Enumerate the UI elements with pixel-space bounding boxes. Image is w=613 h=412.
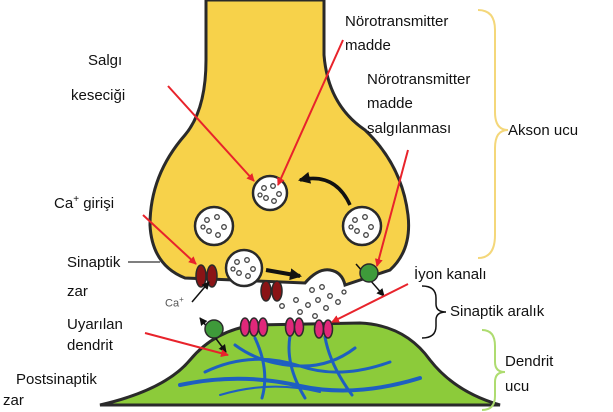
vesicle (253, 176, 287, 210)
ca-ion-text: Ca (165, 298, 179, 310)
label-akson-ucu: Akson ucu (508, 121, 578, 140)
postsynaptic-pump (205, 320, 223, 338)
vesicle (343, 207, 381, 245)
released-neurotransmitter (280, 285, 346, 319)
label-salgi-2: keseciği (71, 86, 125, 105)
label-dendrit-1: Dendrit (505, 352, 553, 371)
label-nt-madde-2: madde (345, 36, 391, 55)
label-nt-salgi-3: salgılanması (367, 119, 451, 138)
label-postsinaptik-2: zar (3, 391, 24, 410)
vesicle (226, 250, 262, 286)
label-sinaptik-zar-1: Sinaptik (67, 253, 120, 272)
label-sinaptik-zar-2: zar (67, 282, 88, 301)
label-nt-salgi-1: Nörotransmitter (367, 70, 470, 89)
ca-text: Ca (54, 195, 73, 212)
ca-ion-charge: + (179, 295, 184, 304)
ca-girisi-text: girişi (79, 195, 114, 212)
label-nt-madde-1: Nörotransmitter (345, 12, 448, 31)
label-dendrit-2: ucu (505, 377, 529, 396)
label-sinaptik-aralik: Sinaptik aralık (450, 302, 544, 321)
label-uyarilan-1: Uyarılan (67, 315, 123, 334)
vesicle (195, 207, 233, 245)
presynaptic-pump (360, 264, 378, 282)
label-ca-ion: Ca+ (165, 290, 184, 314)
label-nt-salgi-2: madde (367, 94, 413, 113)
dendrite-brace (482, 330, 505, 410)
label-ca-girisi: Ca+ girişi (54, 190, 114, 213)
label-salgi-1: Salgı (88, 51, 122, 70)
label-iyon-kanali: İyon kanalı (414, 265, 487, 284)
calcium-channel (261, 281, 282, 301)
label-uyarilan-2: dendrit (67, 336, 113, 355)
axon-brace (478, 10, 508, 258)
cleft-brace (422, 286, 446, 338)
ion-channel (241, 318, 268, 336)
label-postsinaptik-1: Postsinaptik (16, 370, 97, 389)
